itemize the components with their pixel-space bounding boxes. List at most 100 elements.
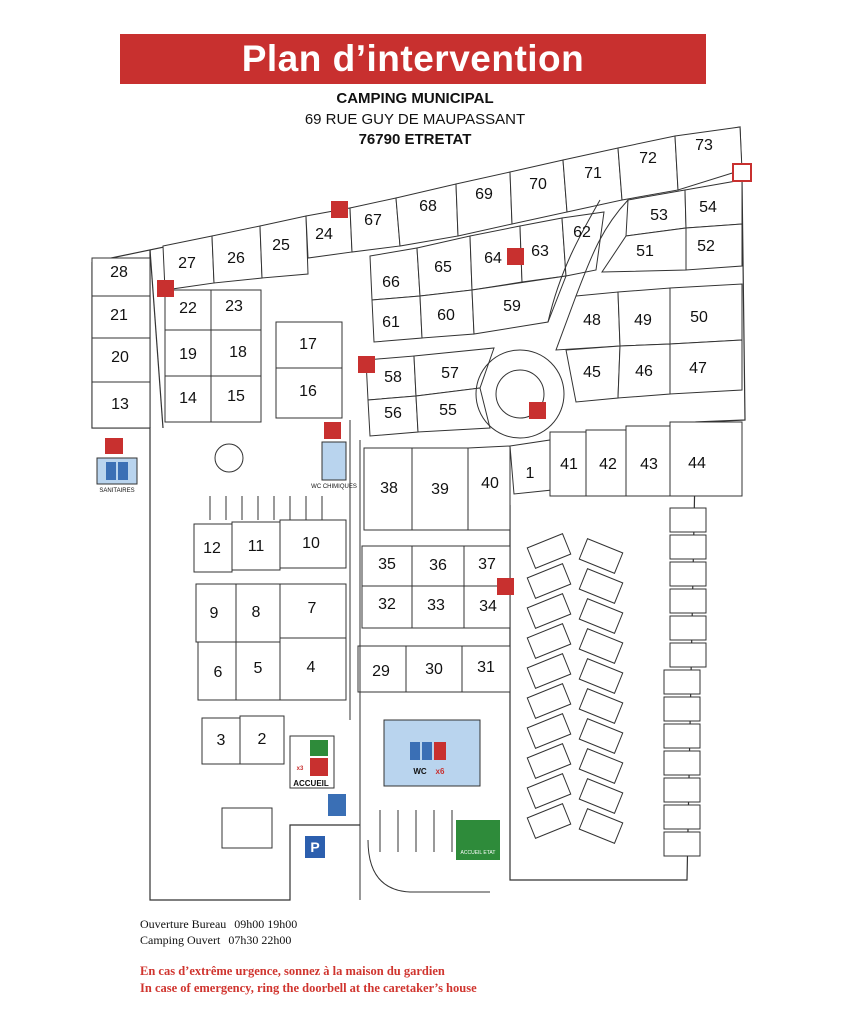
pitch-number: 67	[364, 212, 382, 229]
fire-extinguisher-icon	[732, 163, 752, 182]
pitch-number: 3	[217, 732, 226, 749]
fire-point-marker	[497, 578, 514, 595]
pitch-number: 7	[308, 600, 317, 617]
pitch-number: 39	[431, 481, 449, 498]
pitch-number: 69	[475, 186, 493, 203]
pitch-number: 31	[477, 659, 495, 676]
fire-point-marker	[157, 280, 174, 297]
sanitaires-building: SANITAIRES	[96, 438, 138, 494]
defibrillator-icon	[310, 740, 328, 756]
toilet-icon	[106, 462, 116, 480]
pitch-number: 12	[203, 540, 221, 557]
pitch-number: 62	[573, 224, 591, 241]
pitch-number: 1	[526, 465, 535, 482]
camping-hours-label: Camping Ouvert	[140, 933, 221, 947]
pitch-number: 63	[531, 243, 549, 260]
camping-street: 69 RUE GUY DE MAUPASSANT	[304, 111, 526, 128]
pitch-number: 34	[479, 598, 497, 615]
pitch-number: 9	[210, 605, 219, 622]
pitch-number: 53	[650, 207, 668, 224]
assembly-label: ACCUEIL ETAT	[461, 850, 496, 856]
pitch-number: 33	[427, 597, 445, 614]
fire-point-marker	[324, 422, 341, 439]
office-hours-label: Ouverture Bureau	[140, 917, 227, 931]
pitch-number: 20	[111, 349, 129, 366]
pitch-number: 72	[639, 150, 657, 167]
sanitaires-label: SANITAIRES	[99, 488, 134, 494]
wc-chimiques-label: WC CHIMIQUES	[311, 484, 357, 490]
assembly-point-sign: ACCUEIL ETAT	[456, 820, 500, 860]
fire-point-marker	[507, 248, 524, 265]
pitch-number: 71	[584, 165, 602, 182]
pitch-number: 44	[688, 455, 706, 472]
pitch-number: 70	[529, 176, 547, 193]
accueil-count: x3	[297, 766, 304, 772]
accueil-building: x3 ACCUEIL	[289, 735, 346, 816]
pitch-number: 47	[689, 360, 707, 377]
pitch-number: 32	[378, 596, 396, 613]
pitch-number: 25	[272, 237, 290, 254]
pitch-number: 48	[583, 312, 601, 329]
pitch-number: 19	[179, 346, 197, 363]
fire-point-marker	[529, 402, 546, 419]
pitch-number: 30	[425, 661, 443, 678]
pitch-number: 38	[380, 480, 398, 497]
emergency-fr: En cas d’extrême urgence, sonnez à la ma…	[140, 964, 445, 978]
pitch-number: 2	[258, 731, 267, 748]
pitch-number: 17	[299, 336, 317, 353]
pitch-number: 37	[478, 556, 496, 573]
pitch-outlines	[91, 126, 743, 849]
pitch-number: 10	[302, 535, 320, 552]
pitch-number: 35	[378, 556, 396, 573]
pitch-number: 18	[229, 344, 247, 361]
pitch-number: 52	[697, 238, 715, 255]
camping-hours-value: 07h30 22h00	[228, 933, 292, 947]
pitch-number: 55	[439, 402, 457, 419]
pitch-number: 50	[690, 309, 708, 326]
pitch-number: 6	[214, 664, 223, 681]
pitch-number: 49	[634, 312, 652, 329]
wc-label: WC	[413, 767, 427, 776]
fire-extinguisher-icon	[434, 742, 446, 760]
fire-point-marker	[331, 201, 348, 218]
pitch-number: 4	[307, 659, 316, 676]
pitch-number: 29	[372, 663, 390, 680]
roads	[349, 420, 510, 900]
camping-name: CAMPING MUNICIPAL	[336, 90, 494, 107]
mobile-home-slots	[526, 507, 707, 857]
pitch-number: 65	[434, 259, 452, 276]
info-sign-icon	[328, 794, 346, 816]
pitch-number: 14	[179, 390, 197, 407]
pitch-number: 59	[503, 298, 521, 315]
page-title: Plan d’intervention	[241, 38, 585, 79]
fire-point-marker	[358, 356, 375, 373]
pitch-number: 23	[225, 298, 243, 315]
toilet-icon	[118, 462, 128, 480]
pitch-number: 24	[315, 226, 333, 243]
pitch-number: 45	[583, 364, 601, 381]
pitch-number: 27	[178, 255, 196, 272]
pitch-number: 28	[110, 264, 128, 281]
title-banner: Plan d’intervention	[120, 34, 706, 84]
pitch-number: 5	[254, 660, 263, 677]
roundabout	[475, 199, 629, 439]
pitch-number: 42	[599, 456, 617, 473]
pitch-number: 51	[636, 243, 654, 260]
toilet-icon	[410, 742, 420, 760]
parking-sign: P	[305, 836, 325, 858]
accueil-label: ACCUEIL	[293, 779, 329, 788]
pitch-number: 57	[441, 365, 459, 382]
pitch-number: 8	[252, 604, 261, 621]
wc-count: x6	[436, 767, 445, 776]
pitch-number: 21	[110, 307, 128, 324]
wc-building: WC x6	[383, 719, 481, 787]
parking-label: P	[310, 839, 319, 855]
pitch-number: 66	[382, 274, 400, 291]
pitch-number: 73	[695, 137, 713, 154]
pitch-number: 16	[299, 383, 317, 400]
pitch-number: 46	[635, 363, 653, 380]
fire-extinguisher-icon	[310, 758, 328, 776]
pitch-number: 54	[699, 199, 717, 216]
pitch-number: 26	[227, 250, 245, 267]
